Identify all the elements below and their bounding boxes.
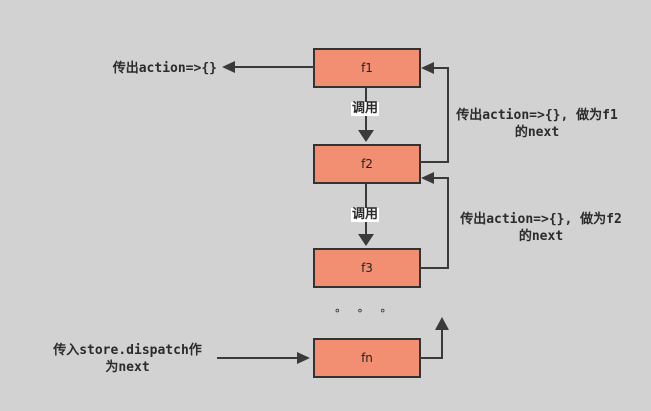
call-arrowhead-f1-f2-icon xyxy=(358,130,374,142)
f2-to-f1-in-line xyxy=(433,67,449,69)
dispatch-input-arrowhead-icon xyxy=(297,352,310,364)
fn-output-vertical-line xyxy=(441,329,443,359)
dispatch-in-line2: 为next xyxy=(105,360,150,375)
next-of-f2-line1: 传出action=>{}, 做为f2 xyxy=(460,212,622,227)
f2-to-f1-arrowhead-icon xyxy=(421,62,434,74)
box-fn-label: fn xyxy=(361,351,373,365)
f1-output-arrowhead-icon xyxy=(222,61,235,73)
call-label-f1-f2: 调用 xyxy=(351,101,380,116)
f3-to-f2-vertical-line xyxy=(447,177,449,269)
fn-output-arrowhead-icon xyxy=(435,317,449,330)
box-f1: f1 xyxy=(313,48,421,88)
chain-ellipsis: ∘ ∘ ∘ xyxy=(333,304,393,317)
next-of-f1-line2: 的next xyxy=(514,125,560,140)
f1-output-line xyxy=(234,66,314,68)
box-f2-label: f2 xyxy=(361,157,373,171)
box-f3-label: f3 xyxy=(361,261,373,275)
next-of-f2-line2: 的next xyxy=(518,229,564,244)
box-f3: f3 xyxy=(313,248,421,288)
f3-to-f2-arrowhead-icon xyxy=(421,172,434,184)
action-out-label: 传出action=>{} xyxy=(112,61,217,76)
dispatch-in-line1: 传入store.dispatch作 xyxy=(53,343,202,358)
next-of-f1-line1: 传出action=>{}, 做为f1 xyxy=(456,108,618,123)
box-f1-label: f1 xyxy=(361,61,373,75)
f3-to-f2-in-line xyxy=(433,177,449,179)
f2-to-f1-vertical-line xyxy=(447,67,449,163)
call-arrowhead-f2-f3-icon xyxy=(358,234,374,246)
f2-to-f1-out-line xyxy=(420,161,449,163)
box-f2: f2 xyxy=(313,144,421,184)
dispatch-input-line xyxy=(217,357,299,359)
box-fn: fn xyxy=(313,338,421,378)
next-of-f2-label: 传出action=>{}, 做为f2 的next xyxy=(452,211,630,245)
next-of-f1-label: 传出action=>{}, 做为f1 的next xyxy=(448,107,626,141)
fn-output-line xyxy=(420,357,443,359)
f3-to-f2-out-line xyxy=(420,267,449,269)
call-label-f2-f3: 调用 xyxy=(351,207,380,222)
dispatch-in-label: 传入store.dispatch作 为next xyxy=(30,342,225,376)
